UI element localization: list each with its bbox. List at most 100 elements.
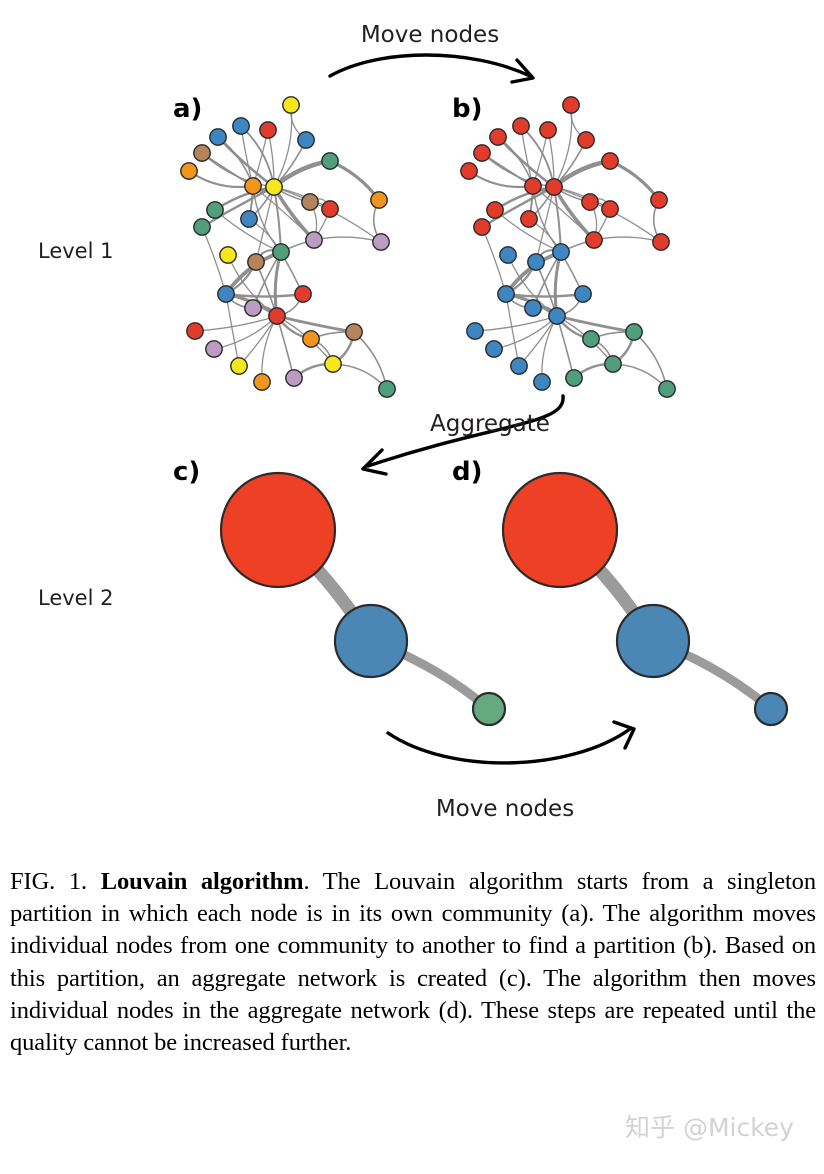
arrow-label-move-nodes-bottom: Move nodes bbox=[436, 796, 574, 822]
graph-node bbox=[582, 330, 600, 348]
nodes-group bbox=[460, 96, 676, 398]
graph-edge bbox=[238, 315, 278, 367]
graph-node bbox=[230, 357, 248, 375]
graph-edge bbox=[313, 236, 382, 243]
graph-node bbox=[545, 178, 563, 196]
graph-node bbox=[527, 253, 545, 271]
graph-node bbox=[294, 285, 312, 303]
graph-edge bbox=[612, 363, 668, 390]
graph-node bbox=[282, 96, 300, 114]
graph-edge bbox=[541, 315, 558, 383]
graph-node bbox=[253, 373, 271, 391]
caption-figure-number: FIG. 1. bbox=[10, 868, 101, 895]
level-label-1: Level 1 bbox=[38, 239, 113, 263]
graph-edge bbox=[328, 159, 381, 202]
graph-node bbox=[562, 96, 580, 114]
graph-node bbox=[240, 210, 258, 228]
graph-node bbox=[321, 200, 339, 218]
panel-a-network bbox=[180, 96, 396, 398]
arrow-curve bbox=[386, 727, 632, 765]
graph-node bbox=[499, 246, 517, 264]
aggregate-node bbox=[471, 691, 507, 727]
graph-node bbox=[658, 380, 676, 398]
graph-node bbox=[321, 152, 339, 170]
graph-node bbox=[378, 380, 396, 398]
graph-node bbox=[581, 193, 599, 211]
graph-node bbox=[232, 117, 250, 135]
graph-node bbox=[497, 285, 515, 303]
graph-node bbox=[193, 218, 211, 236]
level-label-2: Level 2 bbox=[38, 586, 113, 610]
arrow-move-nodes-bottom: Move nodes bbox=[386, 720, 636, 822]
graph-node bbox=[209, 128, 227, 146]
panel-b-network bbox=[460, 96, 676, 398]
graph-node bbox=[650, 191, 668, 209]
graph-edge bbox=[593, 236, 662, 243]
graph-node bbox=[345, 323, 363, 341]
graph-node bbox=[577, 131, 595, 149]
graph-edge bbox=[194, 315, 278, 332]
graph-node bbox=[539, 121, 557, 139]
graph-node bbox=[510, 357, 528, 375]
graph-edge bbox=[518, 315, 558, 367]
panel-label-b: b) bbox=[452, 94, 483, 124]
graph-node bbox=[652, 233, 670, 251]
graph-node bbox=[265, 178, 283, 196]
panel-d-network bbox=[501, 471, 789, 727]
graph-edge bbox=[474, 315, 558, 332]
graph-edge bbox=[261, 315, 278, 383]
graph-node bbox=[186, 322, 204, 340]
graph-node bbox=[324, 355, 342, 373]
graph-node bbox=[473, 218, 491, 236]
graph-edge bbox=[213, 315, 278, 350]
graph-node bbox=[574, 285, 592, 303]
graph-node bbox=[565, 369, 583, 387]
arrow-move-nodes-top: Move nodes bbox=[328, 22, 535, 84]
graph-node bbox=[297, 131, 315, 149]
graph-node bbox=[219, 246, 237, 264]
graph-node bbox=[486, 201, 504, 219]
graph-node bbox=[473, 144, 491, 162]
graph-node bbox=[524, 299, 542, 317]
arrow-head-icon bbox=[510, 58, 535, 84]
arrow-curve bbox=[366, 394, 565, 468]
graph-node bbox=[217, 285, 235, 303]
graph-node bbox=[205, 340, 223, 358]
graph-node bbox=[533, 373, 551, 391]
nodes-group bbox=[180, 96, 396, 398]
watermark-text: 知乎 @Mickey bbox=[625, 1113, 794, 1142]
graph-node bbox=[585, 231, 603, 249]
graph-edge bbox=[551, 158, 613, 190]
graph-node bbox=[485, 340, 503, 358]
aggregate-node bbox=[333, 603, 409, 679]
graph-node bbox=[548, 307, 566, 325]
arrow-label-aggregate: Aggregate bbox=[430, 411, 550, 437]
graph-node bbox=[268, 307, 286, 325]
caption-title: Louvain algorithm bbox=[100, 868, 304, 895]
graph-edge bbox=[353, 331, 388, 390]
panel-label-a: a) bbox=[173, 94, 202, 124]
graph-node bbox=[601, 152, 619, 170]
graph-edge bbox=[608, 159, 661, 202]
aggregate-node bbox=[615, 603, 691, 679]
figure-caption: FIG. 1. Louvain algorithm. The Louvain a… bbox=[10, 866, 816, 1059]
graph-edge bbox=[332, 363, 388, 390]
graph-node bbox=[512, 117, 530, 135]
arrow-aggregate: Aggregate bbox=[361, 394, 565, 476]
panel-c-network bbox=[219, 471, 507, 727]
graph-node bbox=[305, 231, 323, 249]
graph-node bbox=[302, 330, 320, 348]
panel-label-d: d) bbox=[452, 457, 483, 487]
graph-node bbox=[524, 177, 542, 195]
graph-node bbox=[604, 355, 622, 373]
graph-node bbox=[489, 128, 507, 146]
caption-body: . The Louvain algorithm starts from a si… bbox=[10, 868, 816, 1057]
arrow-curve bbox=[328, 53, 532, 78]
arrow-head-icon bbox=[612, 720, 636, 750]
graph-edge bbox=[520, 125, 534, 187]
graph-node bbox=[601, 200, 619, 218]
